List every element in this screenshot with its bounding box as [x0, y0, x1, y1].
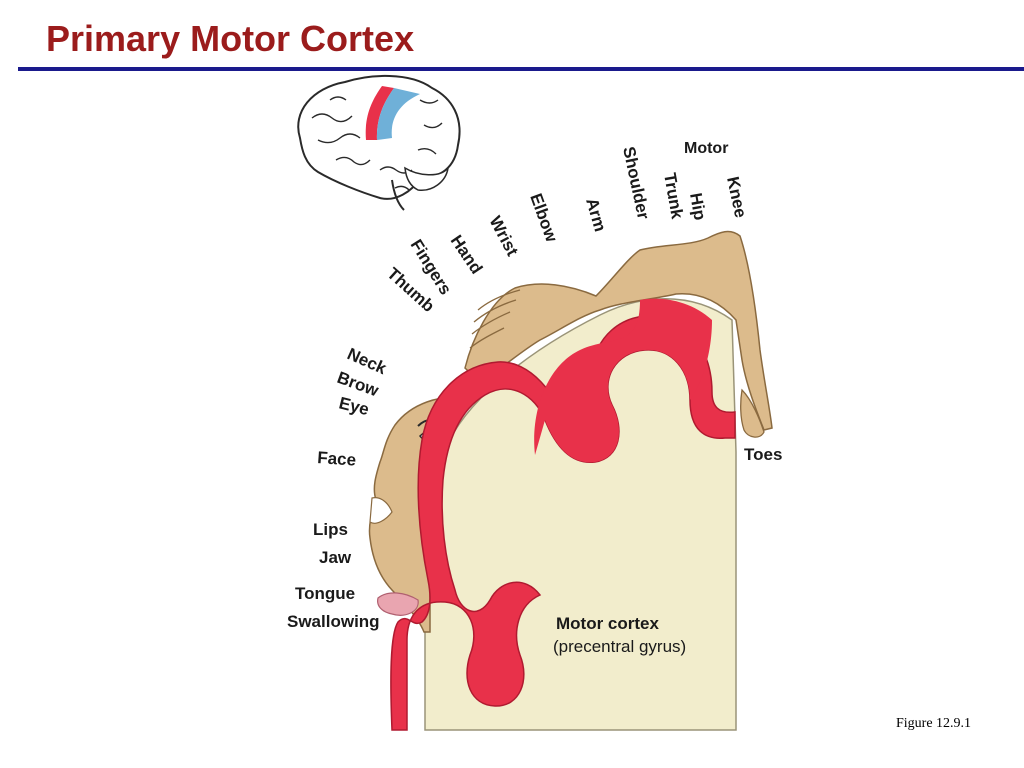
label-tongue: Tongue	[295, 584, 355, 603]
label-swallowing: Swallowing	[287, 612, 380, 631]
slide-title: Primary Motor Cortex	[46, 18, 415, 59]
label-hip: Hip	[686, 191, 709, 221]
brain-cerebellum	[404, 165, 450, 191]
label-elbow: Elbow	[526, 191, 561, 245]
brain-sensory-strip	[376, 88, 420, 140]
arm-silhouette	[464, 230, 773, 431]
label-lips: Lips	[313, 520, 348, 539]
mouth	[369, 497, 393, 524]
label-wrist: Wrist	[485, 213, 522, 259]
brain-motor-strip	[365, 86, 394, 140]
label-motor-cortex: Motor cortex	[556, 614, 660, 633]
motor-cortex-upper-lobe	[534, 298, 712, 463]
label-eye: Eye	[337, 393, 371, 419]
figure-caption: Figure 12.9.1	[896, 716, 972, 731]
brain-inset	[297, 75, 461, 211]
motor-header-label: Motor	[684, 140, 728, 157]
tongue-shape	[377, 592, 419, 616]
label-knee: Knee	[723, 175, 750, 220]
title-divider	[18, 67, 1024, 71]
label-face: Face	[317, 448, 357, 470]
label-trunk: Trunk	[660, 171, 687, 220]
brain-stem	[391, 179, 405, 211]
foot-shape	[740, 388, 765, 438]
label-jaw: Jaw	[319, 548, 352, 567]
label-toes: Toes	[744, 445, 782, 464]
label-arm: Arm	[582, 196, 610, 234]
brain-folds	[311, 96, 443, 191]
fingers-shape	[469, 289, 521, 349]
label-shoulder: Shoulder	[619, 145, 653, 221]
label-hand: Hand	[447, 232, 487, 278]
label-precentral-gyrus: (precentral gyrus)	[553, 637, 686, 656]
